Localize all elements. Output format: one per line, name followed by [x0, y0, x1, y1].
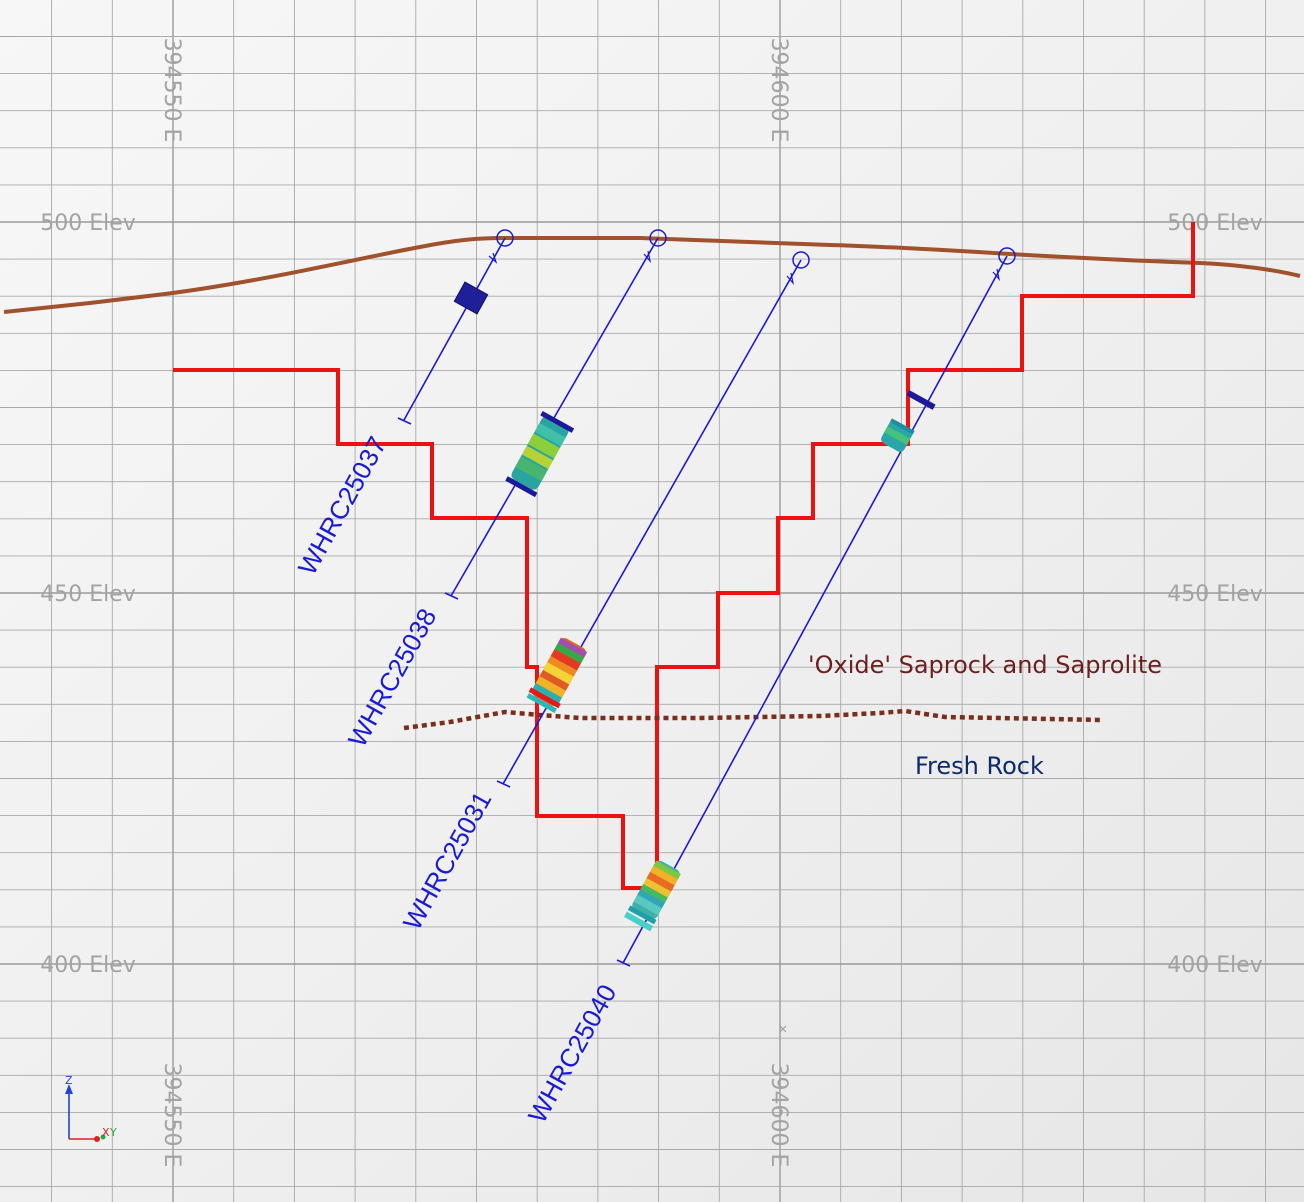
pit-outline-left[interactable]	[173, 368, 642, 890]
eoh-tick	[616, 959, 631, 967]
oxide-zone-label: 'Oxide' Saprock and Saprolite	[808, 651, 1162, 679]
easting-label-394600-top: 394600 E	[766, 38, 791, 143]
direction-arrow-icon	[488, 252, 498, 264]
elev-label-450-left: 450 Elev	[40, 582, 136, 607]
collar-icon[interactable]	[998, 247, 1016, 265]
axis-triad-icon: Z X Y	[65, 1074, 117, 1142]
axis-z-label: Z	[65, 1074, 73, 1087]
axis-y-label: Y	[109, 1126, 117, 1139]
cross-marker-icon	[779, 1025, 787, 1033]
topography-surface[interactable]	[3, 236, 1301, 314]
easting-label-394550-bottom: 394550 E	[159, 1063, 184, 1168]
fresh-rock-label: Fresh Rock	[915, 752, 1044, 780]
assay-interval-whrc25040-tick[interactable]	[906, 390, 936, 410]
assay-interval-whrc25040[interactable]	[623, 858, 683, 932]
eoh-tick	[496, 780, 511, 788]
oxide-fresh-boundary[interactable]	[403, 708, 1104, 731]
easting-label-394550-top: 394550 E	[159, 38, 184, 143]
drillhole-whrc25038[interactable]	[444, 229, 667, 600]
easting-label-394600-bottom: 394600 E	[766, 1063, 791, 1168]
collar-icon[interactable]	[496, 229, 514, 247]
collar-icon[interactable]	[792, 251, 810, 269]
eoh-tick	[397, 417, 412, 425]
assay-interval-whrc25031[interactable]	[526, 635, 590, 714]
direction-arrow-icon	[786, 272, 795, 286]
axis-x-label: X	[102, 1126, 110, 1139]
drill-trace	[450, 237, 659, 597]
drill-trace	[403, 237, 506, 421]
assay-interval-whrc25038[interactable]	[504, 411, 575, 498]
collar-icon[interactable]	[649, 229, 667, 247]
elev-label-450-right: 450 Elev	[1167, 582, 1263, 607]
elev-label-400-left: 400 Elev	[40, 953, 136, 978]
assay-interval-whrc25040-upper[interactable]	[879, 418, 915, 453]
elev-label-400-right: 400 Elev	[1167, 953, 1263, 978]
drill-trace	[622, 255, 1008, 964]
elev-label-500-right: 500 Elev	[1167, 211, 1263, 236]
pit-outline-right[interactable]	[655, 222, 1195, 888]
assay-interval-whrc25037[interactable]	[453, 281, 489, 315]
eoh-tick	[444, 592, 459, 600]
drillhole-whrc25040[interactable]	[616, 247, 1016, 967]
direction-arrow-icon	[992, 268, 1001, 282]
drillhole-whrc25037[interactable]	[397, 229, 514, 425]
elev-label-500-left: 500 Elev	[40, 211, 136, 236]
direction-arrow-icon	[643, 250, 652, 264]
